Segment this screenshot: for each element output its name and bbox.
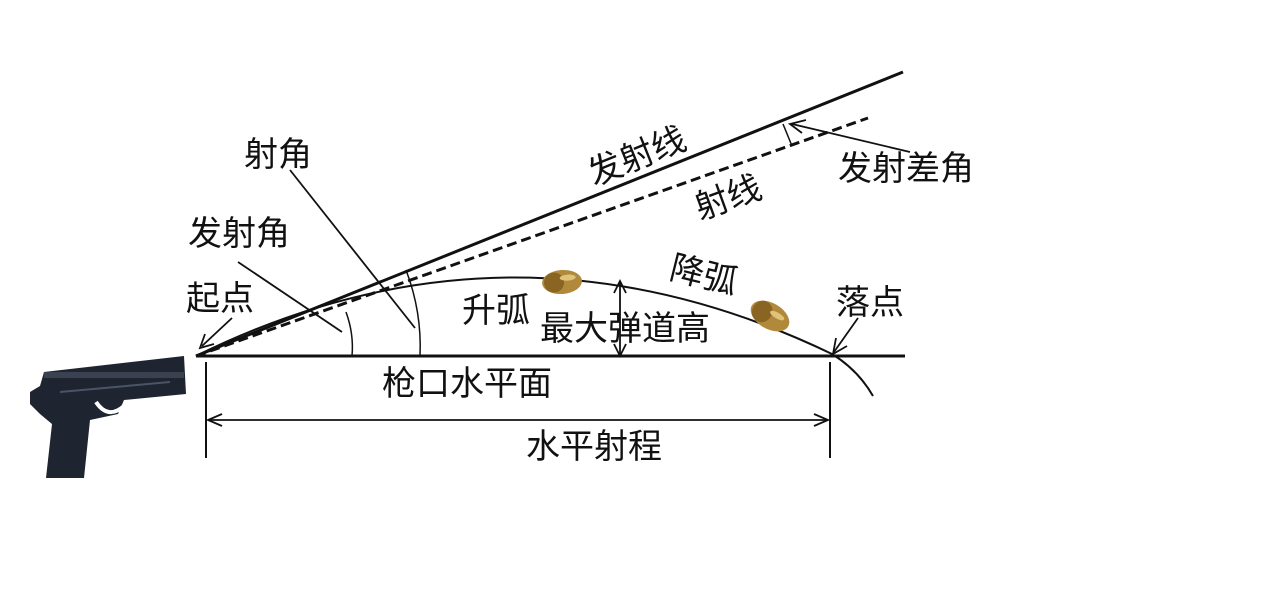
departure-line-label: 射线 (689, 168, 767, 229)
launch-diff-angle-label: 发射差角 (838, 149, 974, 189)
launch-angle-arc (346, 312, 352, 356)
elevation-angle-leader (290, 170, 415, 328)
descending-branch-label: 降弧 (666, 248, 742, 303)
muzzle-plane-label: 枪口水平面 (382, 364, 552, 404)
ascending-branch-label: 升弧 (462, 291, 530, 331)
launch-diff-angle-arc (783, 124, 792, 146)
elevation-angle-arc (406, 270, 420, 356)
launch-angle-label: 发射角 (188, 214, 290, 254)
impact-point-arrow (833, 318, 858, 354)
horizontal-range-label: 水平射程 (526, 427, 662, 467)
bullet-icon (541, 269, 583, 296)
max-ordinate-label: 最大弹道高 (540, 309, 710, 349)
start-point-label: 起点 (186, 279, 254, 319)
elevation-angle-label: 射角 (244, 135, 312, 175)
impact-point-label: 落点 (836, 283, 904, 323)
pistol-icon (30, 356, 186, 478)
bullet-icon (745, 294, 794, 338)
firing-line-label: 发射线 (582, 119, 692, 194)
